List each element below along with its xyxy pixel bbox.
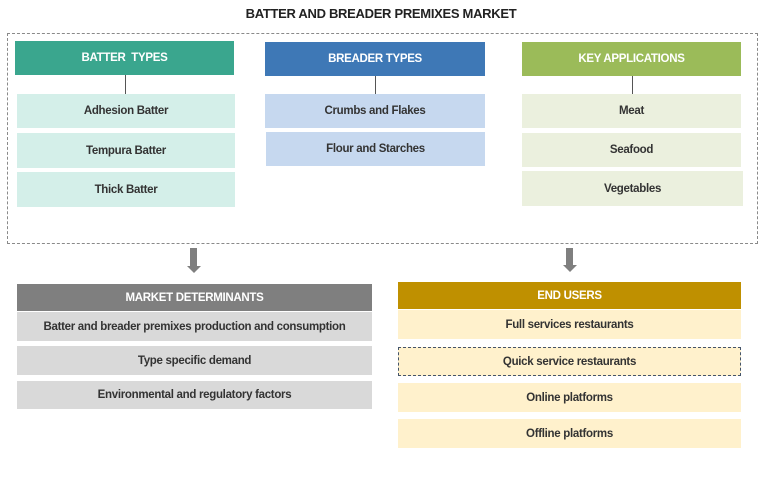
end-user-item: Offline platforms — [398, 419, 741, 448]
determinant-item: Environmental and regulatory factors — [17, 381, 372, 409]
application-item: Seafood — [522, 133, 741, 167]
batter-item: Adhesion Batter — [17, 94, 235, 128]
down-arrow-icon — [566, 248, 573, 265]
down-arrow-icon-head — [562, 265, 577, 272]
end-user-item: Online platforms — [398, 383, 741, 412]
market-determinants-header: MARKET DETERMINANTS — [17, 284, 372, 311]
application-item: Meat — [522, 94, 741, 128]
batter-item: Tempura Batter — [17, 133, 235, 168]
end-users-header: END USERS — [398, 282, 741, 309]
application-item: Vegetables — [522, 171, 743, 206]
key-applications-header: KEY APPLICATIONS — [522, 42, 741, 76]
breader-types-header: BREADER TYPES — [265, 42, 485, 76]
breader-item: Crumbs and Flakes — [265, 94, 485, 128]
applications-connector — [632, 76, 633, 94]
batter-connector — [125, 75, 126, 94]
determinant-item: Batter and breader premixes production a… — [17, 312, 372, 341]
batter-item: Thick Batter — [17, 172, 235, 207]
end-user-item: Quick service restaurants — [398, 347, 741, 376]
down-arrow-icon — [190, 248, 197, 266]
diagram-title: BATTER AND BREADER PREMIXES MARKET — [245, 6, 517, 21]
breader-connector — [375, 76, 376, 94]
determinant-item: Type specific demand — [17, 346, 372, 375]
down-arrow-icon-head — [186, 266, 201, 273]
end-user-item: Full services restaurants — [398, 310, 741, 339]
batter-types-header: BATTER TYPES — [15, 41, 234, 75]
segments-frame — [7, 33, 758, 244]
breader-item: Flour and Starches — [266, 132, 485, 166]
